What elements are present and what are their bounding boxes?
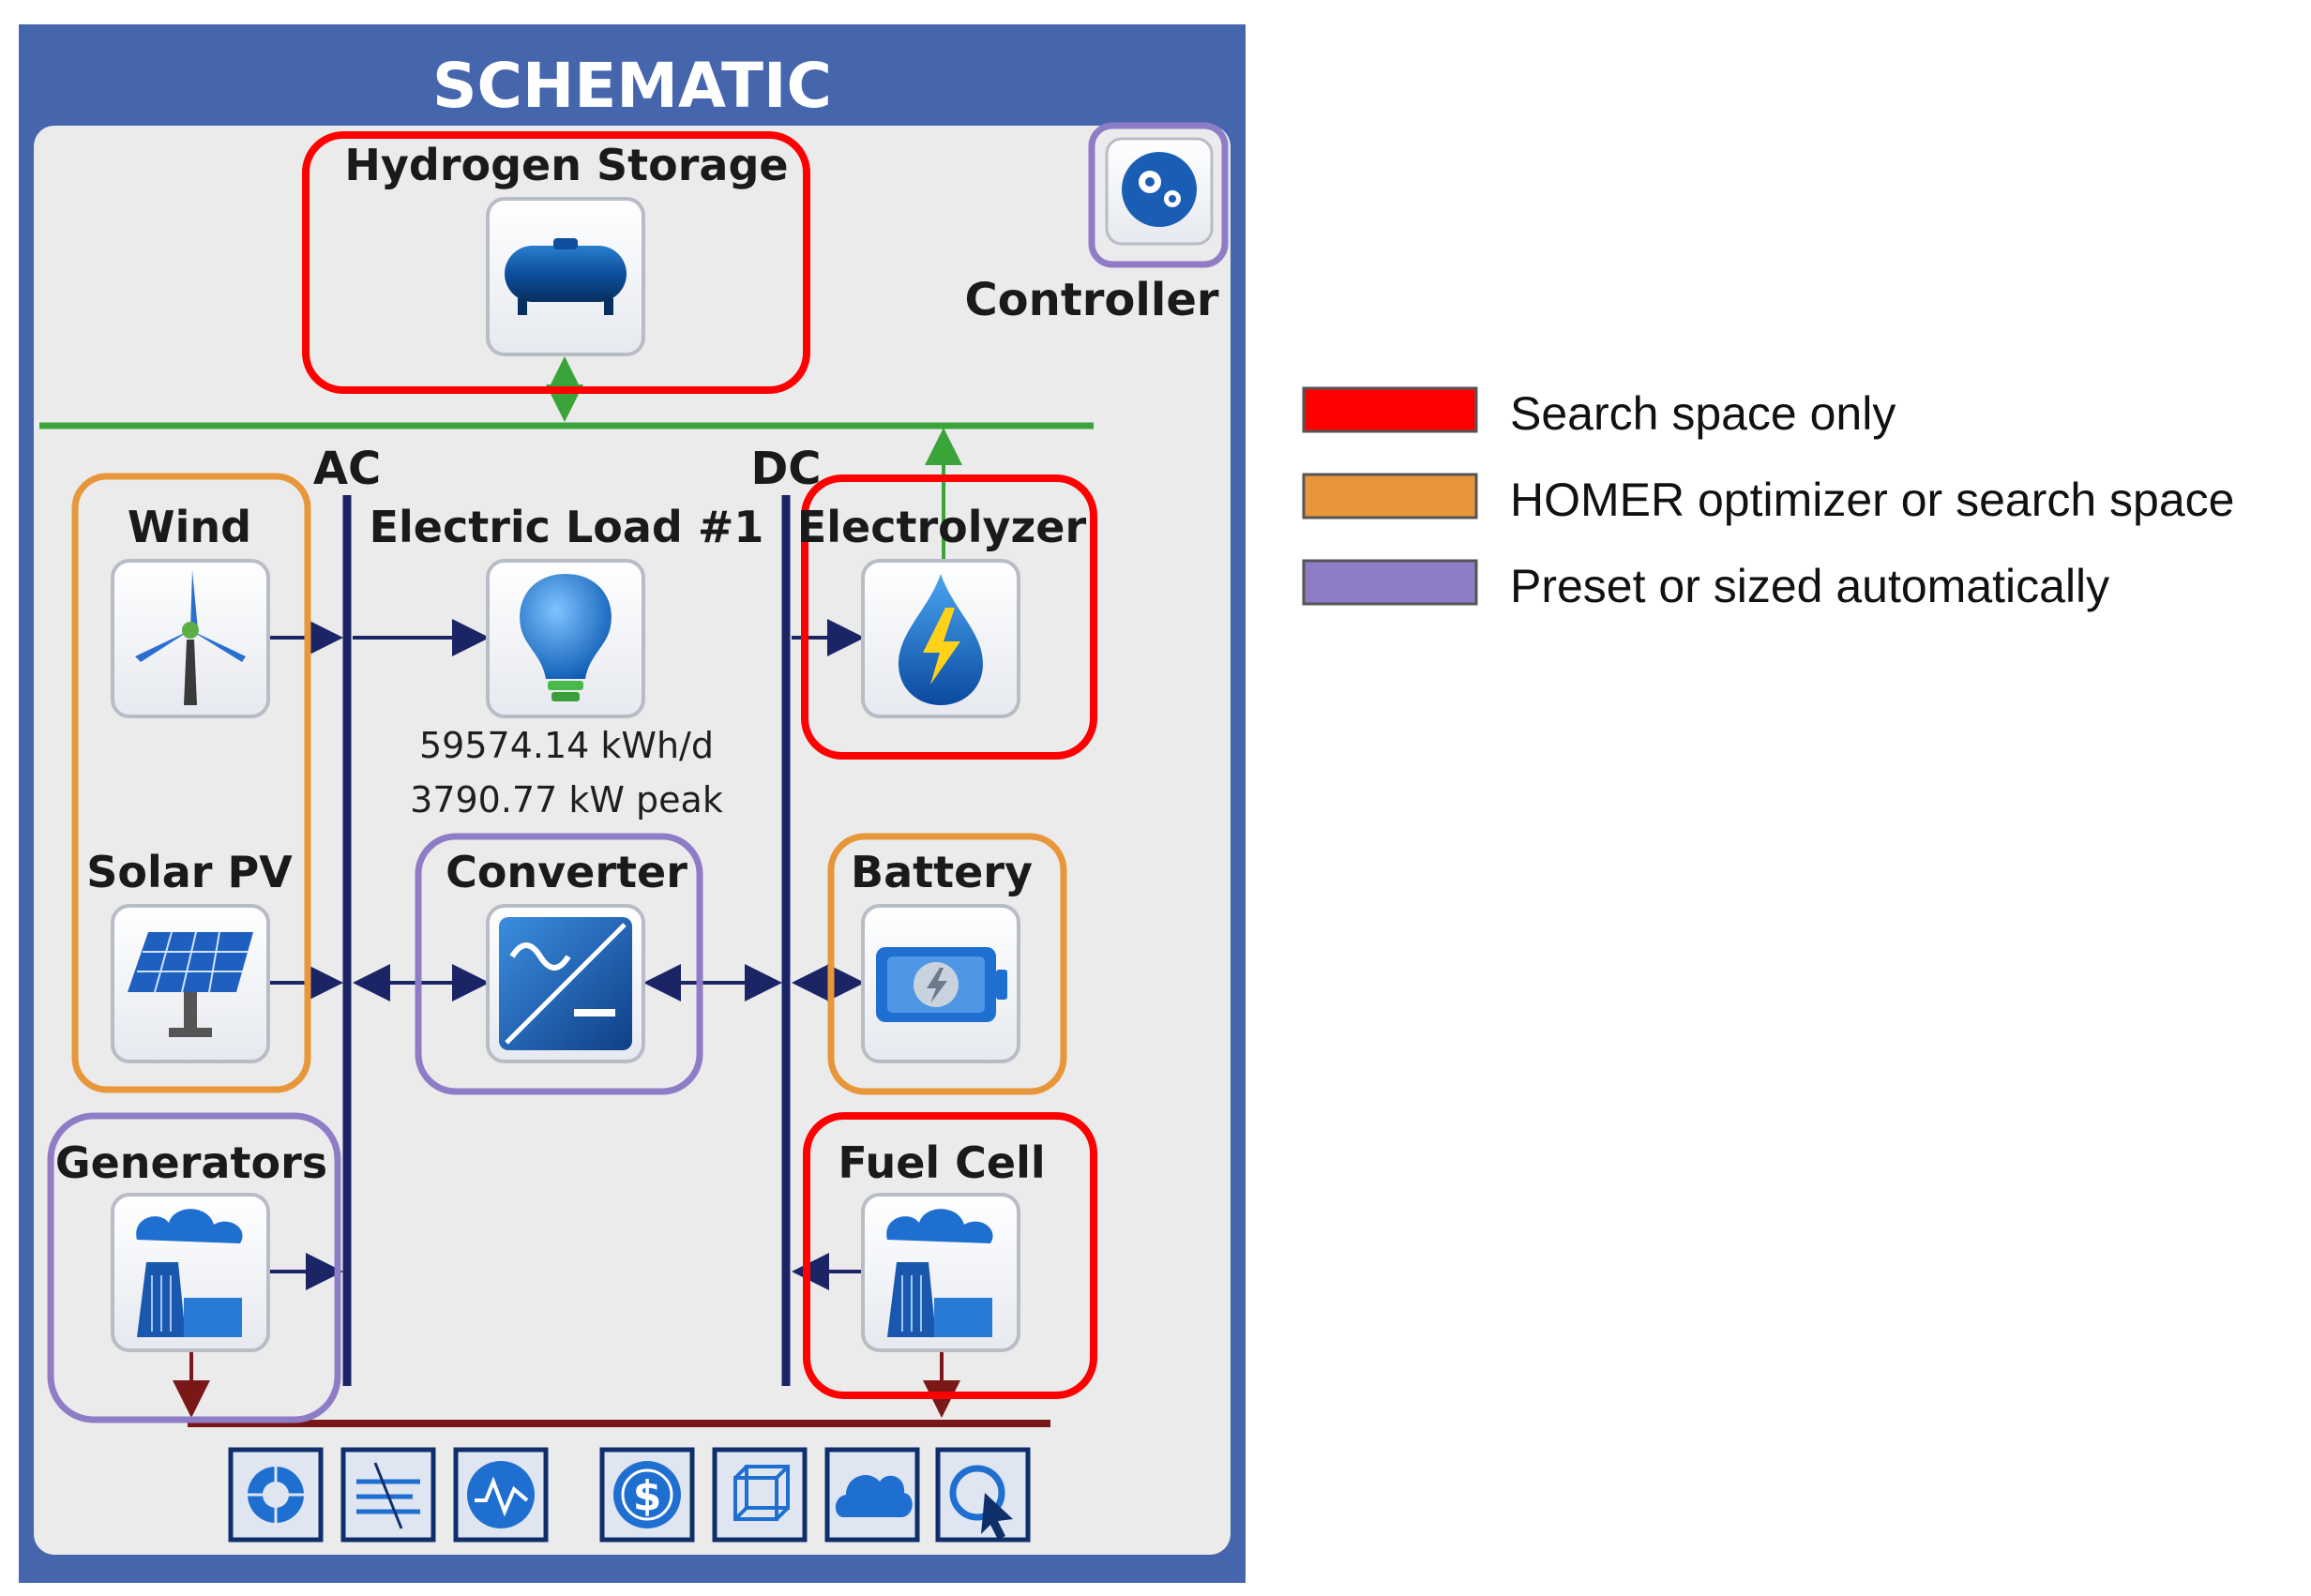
legend-swatch-optimizer: [1302, 473, 1478, 519]
refresh-cursor-icon[interactable]: [935, 1447, 1031, 1543]
battery-label: Battery: [851, 847, 1033, 897]
legend-label-search-space: Search space only: [1510, 387, 1896, 440]
legend-item-preset: Preset or sized automatically: [1302, 559, 2109, 612]
wind-speed-icon[interactable]: [340, 1447, 436, 1543]
generators[interactable]: Generators: [47, 1112, 341, 1423]
solar-panel-icon: [128, 931, 253, 1037]
dollar-icon[interactable]: $: [599, 1447, 695, 1543]
solar-pv-label: Solar PV: [86, 847, 293, 897]
wind-turbine-icon: [135, 570, 246, 705]
water-drop-bolt-icon: [899, 574, 983, 705]
power-plant-icon: [136, 1209, 243, 1337]
legend: Search space only HOMER optimizer or sea…: [1302, 386, 2234, 612]
ac-bus-label: AC: [313, 443, 381, 495]
legend-item-search-space: Search space only: [1302, 386, 1896, 440]
fuel-cell-plant-icon: [886, 1209, 993, 1337]
light-bulb-icon: [520, 574, 612, 701]
legend-label-optimizer: HOMER optimizer or search space: [1510, 474, 2234, 526]
electric-load[interactable]: Electric Load #1 59574.14 kWh/d 3790.77 …: [370, 502, 764, 821]
converter[interactable]: Converter: [415, 833, 703, 1095]
legend-item-optimizer: HOMER optimizer or search space: [1302, 473, 2234, 526]
optimizer-group-wind-solar: [71, 473, 311, 1093]
converter-label: Converter: [446, 847, 687, 897]
legend-swatch-preset: [1302, 559, 1478, 606]
hydrogen-tank-icon: [505, 238, 627, 315]
schematic-toolbar: $: [228, 1447, 1031, 1543]
legend-label-preset: Preset or sized automatically: [1510, 560, 2109, 612]
fuel-cell[interactable]: Fuel Cell: [803, 1112, 1097, 1399]
compass-icon[interactable]: [228, 1447, 324, 1543]
hydrogen-storage[interactable]: Hydrogen Storage: [302, 131, 810, 394]
fuel-cell-label: Fuel Cell: [838, 1137, 1045, 1188]
controller-label: Controller: [964, 274, 1218, 326]
wind-label: Wind: [128, 502, 251, 552]
svg-text:$: $: [633, 1472, 662, 1520]
electric-load-label: Electric Load #1: [370, 502, 764, 552]
cloud-icon[interactable]: [824, 1447, 920, 1543]
ac-dc-converter-icon: [499, 917, 632, 1050]
schematic-title: SCHEMATIC: [432, 50, 832, 122]
waveform-icon[interactable]: [453, 1447, 549, 1543]
generators-label: Generators: [55, 1137, 327, 1188]
battery[interactable]: Battery: [827, 833, 1067, 1095]
load-daily-energy: 59574.14 kWh/d: [419, 725, 714, 766]
legend-swatch-search-space: [1302, 386, 1478, 433]
dc-bus: DC: [750, 443, 822, 1386]
gears-icon: [1122, 152, 1197, 227]
electrolyzer[interactable]: Electrolyzer: [797, 474, 1097, 760]
solar-pv[interactable]: Solar PV: [86, 847, 293, 1063]
cube-icon[interactable]: [712, 1447, 808, 1543]
wind[interactable]: Wind: [111, 502, 270, 718]
hydrogen-storage-label: Hydrogen Storage: [344, 140, 788, 190]
ac-bus: AC: [313, 443, 381, 1386]
dc-bus-label: DC: [750, 443, 821, 495]
electrolyzer-label: Electrolyzer: [797, 502, 1087, 552]
controller[interactable]: Controller: [964, 122, 1229, 326]
battery-icon: [876, 947, 1007, 1022]
load-peak-power: 3790.77 kW peak: [410, 779, 723, 821]
